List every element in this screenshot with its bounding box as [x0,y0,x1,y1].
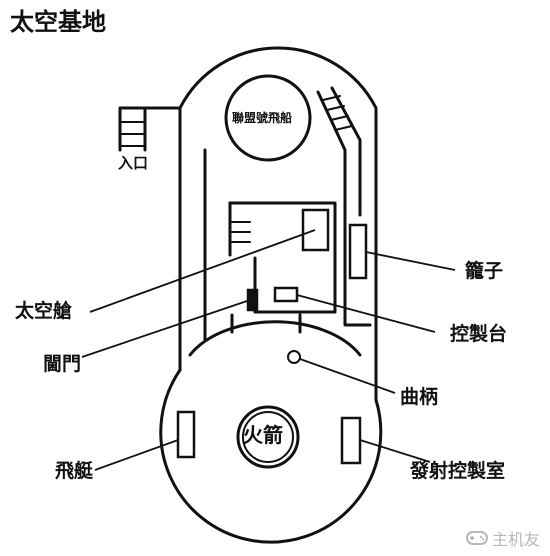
watermark-text: 主机友 [491,530,540,549]
rocket-label: 火箭 [243,423,283,447]
gate-label: 閫門 [43,353,82,375]
soyuz-ship [224,74,312,162]
leader-console [296,294,436,333]
watermark: 主机友 [465,526,540,550]
cage-box [348,223,368,280]
airship-label: 飛艇 [55,460,94,482]
space-capsule-box [301,208,330,252]
lower-inner-arc [188,320,362,357]
console-box [273,286,299,303]
central-room-wall [228,201,337,314]
lower-chamber-wall [159,368,383,544]
launch-room-label: 發射控製室 [410,460,506,482]
leader-cage [365,251,456,271]
leader-crank [299,358,396,394]
launch-room-box [340,416,362,465]
soyuz-ship-label: 聯盟號飛船 [232,111,293,125]
rocket-inner [242,411,294,463]
crank-label: 曲柄 [400,386,439,408]
gamepad-icon [465,531,488,545]
crank-knob [287,350,301,364]
leader-launch-room [359,439,431,463]
rocket-outer [236,405,300,469]
right-corridor-outer [316,90,372,327]
entrance-label: 入口 [118,154,149,172]
space-capsule-label: 太空艙 [15,300,73,322]
console-label: 控製台 [450,323,508,345]
leader-capsule [89,229,316,313]
central-room-ladder [231,221,251,243]
cage-label: 籠子 [465,260,504,282]
diagram-title: 太空基地 [10,8,106,36]
right-ladder [322,95,353,131]
entrance-frame [118,106,182,152]
airship-box [176,410,196,459]
entrance-ladder [121,121,144,147]
right-corridor-inner [330,86,362,217]
top-dome-wall [178,46,378,177]
leader-gate [81,299,251,358]
leader-airship [94,439,179,471]
